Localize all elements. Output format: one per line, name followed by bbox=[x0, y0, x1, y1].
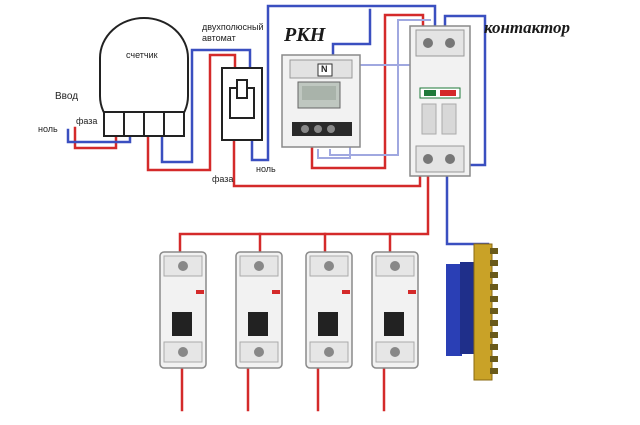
single-pole-breaker bbox=[235, 251, 283, 369]
contactor-screw bbox=[423, 154, 433, 164]
wire-counter-phase-out bbox=[146, 53, 237, 172]
relay-screw bbox=[327, 125, 335, 133]
wire-breaker-phase-out bbox=[232, 138, 422, 188]
label-counter: счетчик bbox=[126, 50, 158, 60]
relay-n-terminal bbox=[317, 63, 333, 77]
label-rkn-n: N bbox=[321, 64, 328, 74]
contactor-window bbox=[441, 103, 457, 135]
contactor-window bbox=[421, 103, 437, 135]
contactor-screw bbox=[423, 38, 433, 48]
label-vvod: Ввод bbox=[55, 91, 79, 102]
wire-contactor-phase-down bbox=[178, 174, 430, 254]
label-breaker-line2: автомат bbox=[202, 33, 236, 43]
label-rkn: РКН bbox=[284, 24, 326, 46]
wire-phase-to-rkn bbox=[310, 13, 425, 170]
ekf-model-label bbox=[440, 90, 456, 96]
contactor-screw bbox=[445, 38, 455, 48]
label-faza-out: фаза bbox=[212, 174, 234, 184]
single-pole-breaker bbox=[305, 251, 353, 369]
electricity-meter bbox=[99, 17, 189, 137]
single-pole-breaker bbox=[159, 251, 207, 369]
busbar-mount bbox=[460, 262, 474, 354]
neutral-busbar bbox=[446, 243, 498, 381]
ekf-logo bbox=[424, 90, 436, 96]
contactor bbox=[409, 25, 471, 177]
wire-breaker-neutral-out bbox=[250, 4, 437, 162]
label-nol-in: ноль bbox=[38, 124, 58, 134]
label-nol-out: ноль bbox=[256, 164, 276, 174]
wire-control-1 bbox=[317, 64, 413, 159]
contactor-screw bbox=[445, 154, 455, 164]
wire-counter-neutral-out bbox=[160, 48, 252, 164]
busbar-screws bbox=[490, 248, 498, 374]
single-pole-breaker bbox=[371, 251, 419, 369]
label-breaker-line1: двухполюсный bbox=[202, 22, 264, 32]
label-faza-in: фаза bbox=[76, 116, 98, 126]
relay-screw bbox=[314, 125, 322, 133]
label-contactor: контактор bbox=[484, 18, 571, 37]
wires bbox=[66, 4, 490, 412]
wire-control-2 bbox=[329, 19, 431, 156]
wire-input-neutral bbox=[66, 128, 132, 144]
relay-screw bbox=[301, 125, 309, 133]
breaker-handle bbox=[236, 79, 248, 99]
double-pole-breaker bbox=[221, 67, 263, 141]
busbar-brass bbox=[473, 243, 493, 381]
single-pole-breakers bbox=[159, 251, 419, 369]
relay-display-screen bbox=[302, 86, 336, 100]
voltage-relay bbox=[281, 54, 361, 148]
